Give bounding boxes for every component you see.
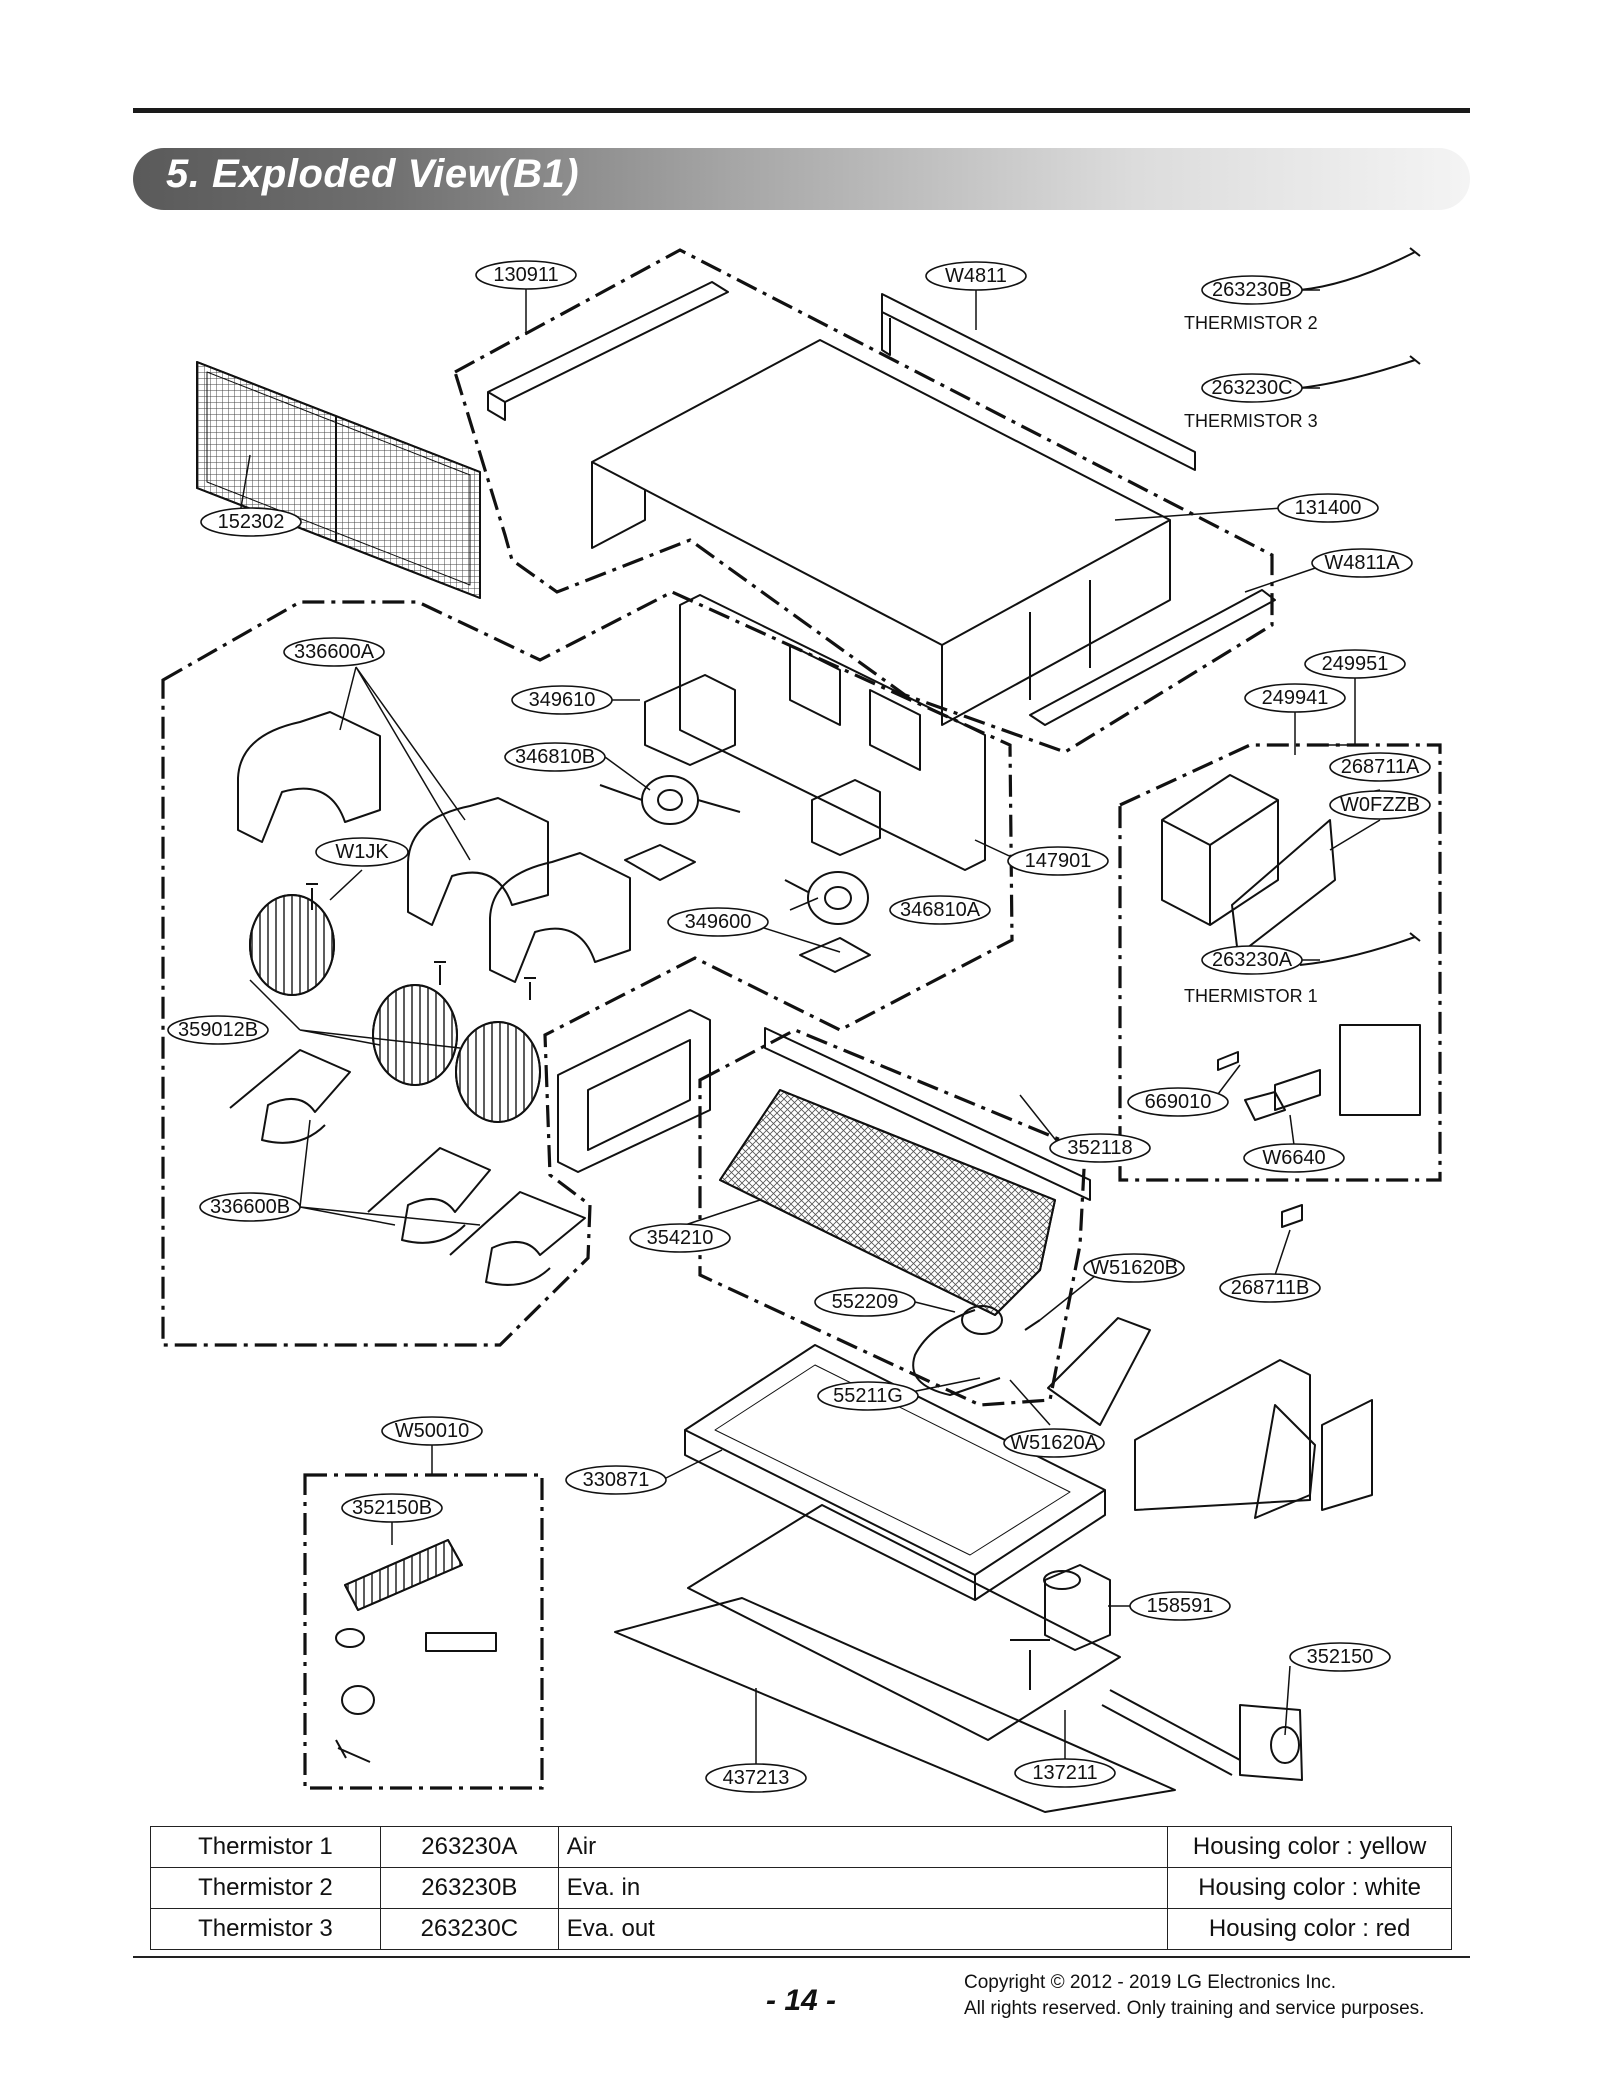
- group-boundary-accessory-kit: [303, 1473, 544, 1790]
- table-cell: 263230B: [379, 1867, 559, 1909]
- panel-part: [557, 1009, 711, 1173]
- callout-55211g: 55211G: [833, 1385, 903, 1407]
- motor-bracket-part: [624, 674, 881, 973]
- table-cell: Thermistor 2: [150, 1867, 381, 1909]
- thermistor-sensor-parts: [1299, 247, 1421, 966]
- table-cell: 263230C: [379, 1908, 559, 1950]
- drain-pump-part: [1010, 1564, 1111, 1690]
- callout-552209: 552209: [832, 1291, 899, 1313]
- callout-w51620a: W51620A: [1010, 1432, 1098, 1454]
- callout-w0fzzb: W0FZZB: [1340, 794, 1420, 816]
- refrigerant-piping-part: [912, 1305, 1041, 1396]
- callout-352150: 352150: [1307, 1646, 1374, 1668]
- table-cell: Thermistor 1: [150, 1826, 381, 1868]
- fan-casing-upper-part: [237, 711, 631, 983]
- callout-354210: 354210: [647, 1227, 714, 1249]
- cabinet-part: [591, 339, 1171, 726]
- drain-hose-part: [1101, 1689, 1303, 1781]
- callout-359012b: 359012B: [178, 1019, 258, 1041]
- thermistor-table: Thermistor 1 263230A Air Housing color :…: [150, 1826, 1452, 1950]
- callout-346810a: 346810A: [900, 899, 981, 921]
- table-cell: Thermistor 3: [150, 1908, 381, 1950]
- callout-268711b: 268711B: [1231, 1277, 1310, 1299]
- table-row: Thermistor 3 263230C Eva. out Housing co…: [150, 1908, 1452, 1950]
- table-cell: Housing color : white: [1167, 1867, 1452, 1909]
- group-boundary-evaporator: [698, 1028, 1087, 1407]
- callout-349610: 349610: [529, 689, 596, 711]
- control-box-part: [1161, 774, 1336, 956]
- evaporator-part: [719, 1027, 1091, 1316]
- caption-thermistor-1: THERMISTOR 1: [1184, 986, 1318, 1006]
- drain-pan-part: [684, 1344, 1106, 1601]
- rear-panel-part: [881, 293, 1196, 471]
- screw-parts: [306, 883, 536, 1000]
- callout-346810b: 346810B: [515, 746, 595, 768]
- top-rule: [133, 108, 1470, 113]
- bottom-cover-part: [614, 1597, 1176, 1813]
- callout-w1jk: W1JK: [335, 841, 389, 863]
- callout-w50010: W50010: [395, 1420, 470, 1442]
- callout-131400: 131400: [1295, 497, 1362, 519]
- table-cell: 263230A: [379, 1826, 559, 1868]
- caption-thermistor-3: THERMISTOR 3: [1184, 411, 1318, 431]
- callout-437213: 437213: [723, 1767, 790, 1789]
- callout-352118: 352118: [1067, 1137, 1132, 1159]
- caption-thermistor-2: THERMISTOR 2: [1184, 313, 1318, 333]
- callout-130911: 130911: [493, 264, 558, 286]
- callout-w4811: W4811: [945, 265, 1007, 287]
- copyright-line-1: Copyright © 2012 - 2019 LG Electronics I…: [964, 1972, 1337, 1993]
- air-filter-part: [196, 361, 481, 599]
- title-bar: [133, 148, 1470, 210]
- callout-330871: 330871: [583, 1469, 650, 1491]
- page-number: - 14 -: [766, 1984, 837, 2017]
- table-cell: Eva. in: [557, 1867, 1169, 1909]
- top-bracket-part: [487, 281, 729, 421]
- callout-w4811a: W4811A: [1324, 552, 1400, 574]
- table-row: Thermistor 1 263230A Air Housing color :…: [150, 1826, 1452, 1868]
- group-boundary-control-box: [1118, 743, 1442, 1182]
- copyright-notice: Copyright © 2012 - 2019 LG Electronics I…: [964, 1970, 1424, 2022]
- callout-249941: 249941: [1262, 687, 1329, 709]
- side-plate-part: [1047, 1317, 1373, 1519]
- callout-152302: 152302: [218, 511, 285, 533]
- table-cell: Eva. out: [557, 1908, 1169, 1950]
- callout-249951: 249951: [1322, 653, 1389, 675]
- callout-158591: 158591: [1147, 1595, 1214, 1617]
- callout-137211: 137211: [1032, 1762, 1097, 1784]
- copyright-line-2: All rights reserved. Only training and s…: [964, 1998, 1425, 2019]
- callout-263230c: 263230C: [1211, 377, 1292, 399]
- motor-plate-part: [679, 594, 986, 871]
- pcb-part: [1217, 1024, 1421, 1228]
- callout-263230b: 263230B: [1212, 279, 1292, 301]
- callout-w6640: W6640: [1262, 1147, 1325, 1169]
- fan-casing-lower-part: [229, 1049, 586, 1286]
- fan-motor-part: [599, 775, 869, 925]
- side-rail-part: [1029, 589, 1276, 726]
- callout-263230a: 263230A: [1212, 949, 1293, 971]
- table-cell: Housing color : yellow: [1167, 1826, 1452, 1868]
- accessory-items: [335, 1539, 497, 1763]
- callout-147901: 147901: [1025, 850, 1092, 872]
- callout-336600a: 336600A: [294, 641, 375, 663]
- table-cell: Air: [557, 1826, 1169, 1868]
- table-cell: Housing color : red: [1167, 1908, 1452, 1950]
- base-plate-part: [687, 1504, 1121, 1741]
- callout-352150b: 352150B: [352, 1497, 432, 1519]
- bottom-rule: [133, 1956, 1470, 1958]
- table-row: Thermistor 2 263230B Eva. in Housing col…: [150, 1867, 1452, 1909]
- page-title: 5. Exploded View(B1): [166, 152, 580, 196]
- callout-336600b: 336600B: [210, 1196, 290, 1218]
- group-boundary-fan-assembly: [161, 590, 1014, 1347]
- callout-w51620b: W51620B: [1090, 1257, 1178, 1279]
- callout-268711a: 268711A: [1341, 756, 1420, 778]
- callout-669010: 669010: [1145, 1091, 1212, 1113]
- group-boundary-top-cabinet: [453, 248, 1274, 754]
- fan-wheel-part: [249, 894, 541, 1123]
- callout-349600: 349600: [685, 911, 752, 933]
